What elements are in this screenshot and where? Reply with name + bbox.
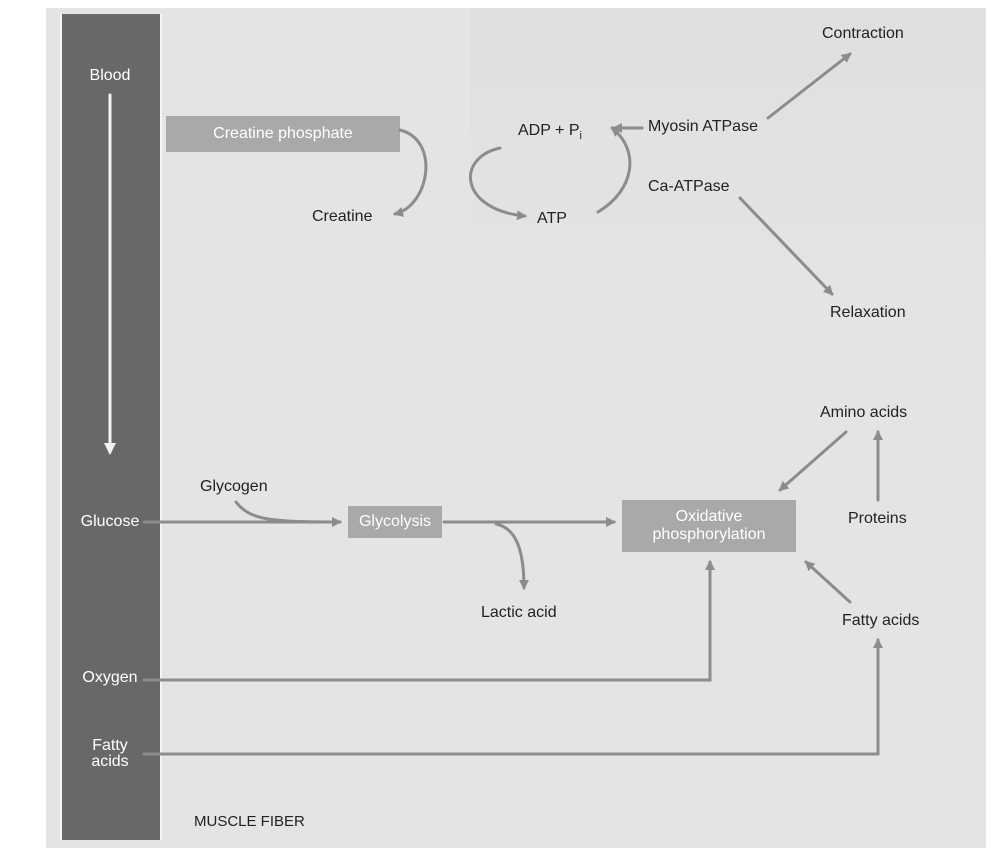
fatty-acids-right-label: Fatty acids <box>842 612 920 629</box>
glycolysis-box: Glycolysis <box>348 506 442 538</box>
oxygen-to-oxidative-arrow <box>142 560 715 682</box>
creatine-phosphate-box: Creatine phosphate <box>166 116 400 152</box>
creatine-label: Creatine <box>312 208 373 225</box>
fatty-acids-to-right-arrow <box>142 638 883 756</box>
glycolysis-to-lactic-acid-arrow <box>494 522 529 590</box>
myosin-to-contraction-arrow <box>766 52 852 120</box>
blood-label: Blood <box>89 67 131 84</box>
adp-pi-subscript: i <box>579 130 582 143</box>
glucose-label: Glucose <box>80 513 140 530</box>
fatty-acids-label-line1: Fatty <box>92 737 128 754</box>
adp-to-atp-arrow <box>596 126 632 214</box>
proteins-label: Proteins <box>848 510 907 527</box>
relaxation-label: Relaxation <box>830 304 906 321</box>
adp-pi-text: ADP + P <box>518 122 580 139</box>
glycogen-to-glycolysis-arrow <box>234 500 342 527</box>
muscle-fiber-label: MUSCLE FIBER <box>194 813 305 830</box>
fatty-acids-label-line2: acids <box>91 753 129 770</box>
glycogen-label: Glycogen <box>200 478 268 495</box>
diagram-background-shade <box>470 8 986 308</box>
oxidative-phosphorylation-label-line2: phosphorylation <box>652 526 766 543</box>
amino-acids-to-oxidative-arrow <box>778 430 848 492</box>
creatine-phosphate-to-creatine-arrow <box>393 128 428 217</box>
fatty-acids-to-oxidative-arrow <box>804 560 852 604</box>
creatine-phosphate-label: Creatine phosphate <box>213 125 353 142</box>
ca-atpase-label: Ca-ATPase <box>648 178 730 195</box>
lactic-acid-label: Lactic acid <box>481 604 557 621</box>
glycolysis-label: Glycolysis <box>358 513 431 530</box>
amino-acids-label: Amino acids <box>820 404 908 421</box>
contraction-label: Contraction <box>822 25 904 42</box>
oxidative-phosphorylation-label-line1: Oxidative <box>675 508 743 525</box>
atp-to-adp-arrow <box>469 146 527 221</box>
adp-pi-label: ADP + Pi <box>518 122 582 145</box>
oxygen-label: Oxygen <box>82 669 138 686</box>
ca-atpase-to-relaxation-arrow <box>738 196 834 296</box>
oxidative-phosphorylation-box: Oxidative phosphorylation <box>622 500 796 552</box>
myosin-atpase-label: Myosin ATPase <box>648 118 758 135</box>
atp-label: ATP <box>537 210 567 227</box>
